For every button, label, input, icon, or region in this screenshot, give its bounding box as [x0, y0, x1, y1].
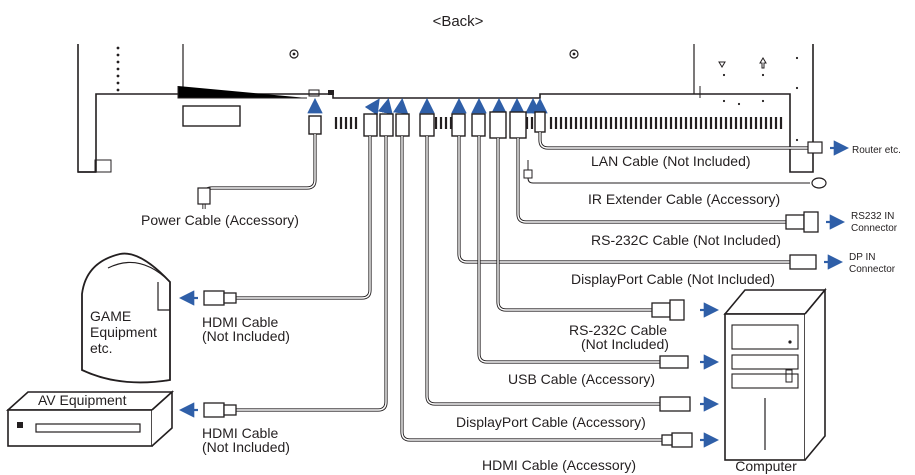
dp-cable-pc-label: DisplayPort Cable (Accessory): [456, 414, 646, 430]
cable-power: [197, 134, 317, 209]
av-equipment-device: [5, 390, 175, 447]
dp-in-label-1: DP IN: [849, 252, 876, 263]
cable-ir: [523, 160, 827, 189]
ir-cable-label: IR Extender Cable (Accessory): [588, 191, 780, 207]
cable-hdmi-game: [236, 136, 372, 300]
rs232-in-label-2: Connector: [851, 223, 898, 234]
lan-cable-label: LAN Cable (Not Included): [591, 153, 751, 169]
rs232-pc-label-2: (Not Included): [581, 336, 669, 352]
view-title: <Back>: [433, 13, 484, 30]
speaker-dots: [116, 46, 120, 92]
mount-hole-icon: [569, 49, 579, 59]
connector-ridge: [334, 117, 783, 129]
hdmi-game-label-1: HDMI Cable: [202, 314, 278, 330]
rs232-in-label-1: RS232 IN: [851, 211, 894, 222]
cable-lan: [538, 132, 823, 154]
hdmi-av-label-1: HDMI Cable: [202, 425, 278, 441]
cable-rs232-top: [516, 138, 786, 224]
cable-rs232-pc: [496, 138, 652, 312]
cable-usb: [477, 136, 660, 364]
monitor-back-panel: [77, 44, 814, 173]
rs232-cable-top-label: RS-232C Cable (Not Included): [591, 232, 781, 248]
cable-hdmi-pc: [400, 136, 662, 442]
side-dots: [722, 56, 799, 142]
cable-dp-pc: [425, 136, 660, 406]
hdmi-pc-label: HDMI Cable (Accessory): [482, 457, 636, 473]
game-label-line2: Equipment: [90, 324, 157, 340]
serial-plug-icon: [651, 211, 819, 321]
dp-cable-top-label: DisplayPort Cable (Not Included): [571, 271, 775, 287]
usb-plug-icon: [659, 355, 689, 369]
side-button-icon: [759, 57, 767, 69]
computer-device: [723, 287, 827, 461]
monitor-plugs: [308, 111, 546, 139]
port-arrows: [307, 97, 548, 116]
dp-plug-icon: [659, 254, 817, 412]
side-button-icon: [718, 61, 726, 68]
game-equipment-device: [81, 252, 171, 384]
direction-arrows: [178, 140, 850, 448]
rs232-pc-label-1: RS-232C Cable: [569, 322, 667, 338]
usb-cable-label: USB Cable (Accessory): [508, 371, 655, 387]
computer-label: Computer: [735, 458, 797, 474]
hdmi-av-label-2: (Not Included): [202, 439, 290, 455]
dp-in-label-2: Connector: [849, 264, 896, 275]
hdmi-plug-icon: [203, 290, 693, 448]
hdmi-game-label-2: (Not Included): [202, 328, 290, 344]
game-label-line3: etc.: [90, 340, 113, 356]
router-label: Router etc.: [852, 145, 901, 156]
av-label: AV Equipment: [38, 392, 127, 408]
cable-hdmi-av: [236, 136, 388, 412]
mount-hole-icon: [289, 49, 299, 59]
game-label-line1: GAME: [90, 308, 131, 324]
cable-dp-top: [457, 136, 790, 264]
power-cable-label: Power Cable (Accessory): [141, 212, 299, 228]
